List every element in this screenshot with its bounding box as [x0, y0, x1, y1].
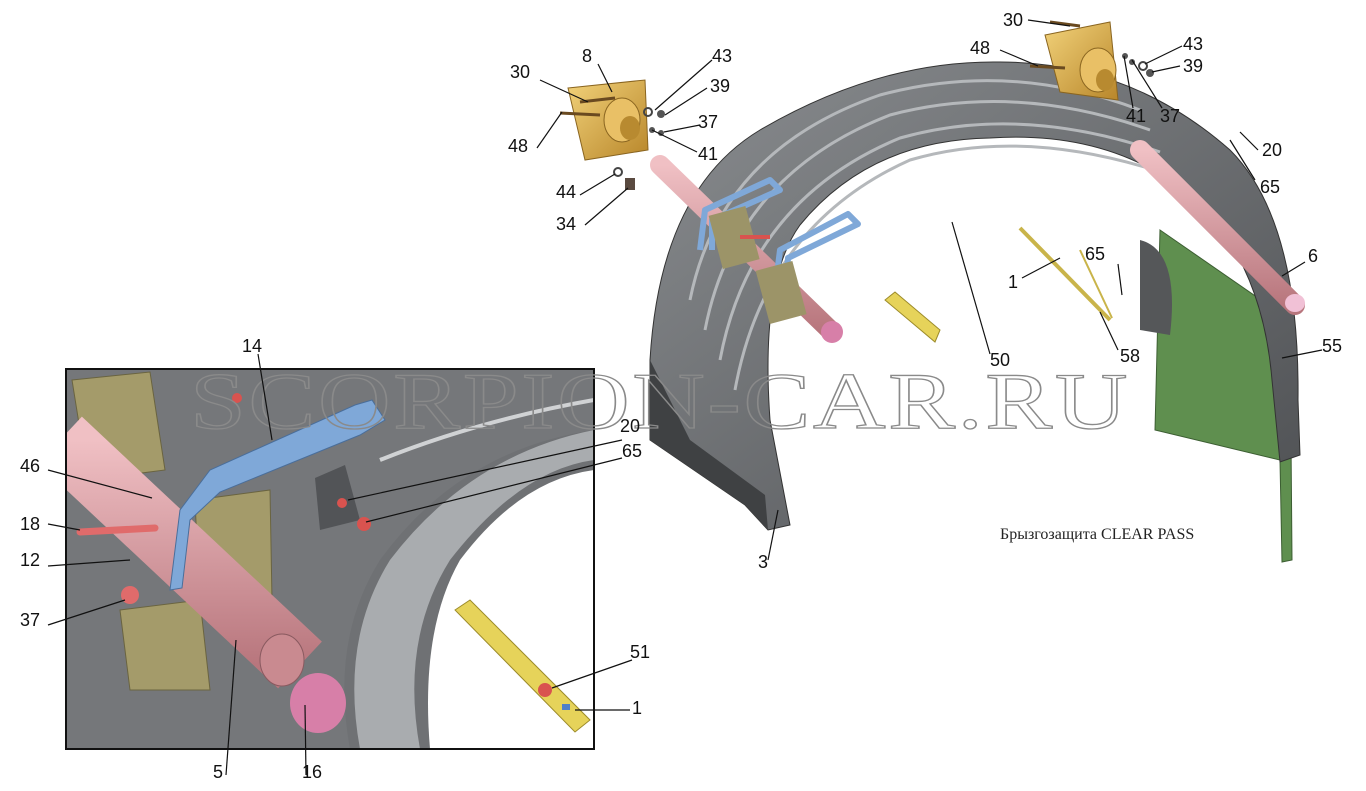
- callout-39: 39: [710, 76, 730, 96]
- callout-65: 65: [1085, 244, 1105, 264]
- caption: Брызгозащита CLEAR PASS: [1000, 526, 1194, 543]
- fender-shell: [649, 61, 1301, 531]
- callout-41: 41: [1126, 106, 1146, 126]
- fender-front-lip: [650, 360, 768, 530]
- callout-37: 37: [20, 610, 40, 630]
- support-bar: [884, 291, 941, 343]
- callout-5: 5: [213, 762, 223, 782]
- callout-43: 43: [1183, 34, 1203, 54]
- fender-rib: [718, 122, 1161, 361]
- callout-30: 30: [1003, 10, 1023, 30]
- callout-6: 6: [1308, 246, 1318, 266]
- bracket-left: [559, 79, 665, 190]
- callout-51: 51: [630, 642, 650, 662]
- callout-34: 34: [556, 214, 576, 234]
- bracket-right: [1029, 20, 1154, 101]
- callout-39: 39: [1183, 56, 1203, 76]
- mount-plate: [708, 206, 760, 269]
- rod: [1079, 249, 1113, 319]
- inset-frame: [65, 368, 595, 750]
- callout-41: 41: [698, 144, 718, 164]
- callout-37: 37: [698, 112, 718, 132]
- mount-tube-rear: [1130, 140, 1305, 315]
- callout-43: 43: [712, 46, 732, 66]
- callout-48: 48: [970, 38, 990, 58]
- callout-20: 20: [1262, 140, 1282, 160]
- callout-48: 48: [508, 136, 528, 156]
- callout-37: 37: [1160, 106, 1180, 126]
- tube-end: [1285, 294, 1305, 312]
- mount-plate: [755, 261, 807, 324]
- leader-lines: [47, 19, 1323, 776]
- callout-44: 44: [556, 182, 576, 202]
- callouts: 8 30 43 39 37 41 48 44 34 30 48 43 39 41…: [20, 10, 1342, 782]
- callout-30: 30: [510, 62, 530, 82]
- callout-20: 20: [620, 416, 640, 436]
- callout-65: 65: [622, 441, 642, 461]
- callout-16: 16: [302, 762, 322, 782]
- callout-65: 65: [1260, 177, 1280, 197]
- callout-12: 12: [20, 550, 40, 570]
- callout-46: 46: [20, 456, 40, 476]
- callout-55: 55: [1322, 336, 1342, 356]
- detail-inset: [65, 368, 595, 750]
- callout-8: 8: [582, 46, 592, 66]
- tube-end-cap: [821, 321, 843, 343]
- callout-3: 3: [758, 552, 768, 572]
- fender-inner-side: [1140, 240, 1172, 335]
- watermark: SCORPION-CAR.RU: [190, 358, 1130, 446]
- callout-18: 18: [20, 514, 40, 534]
- callout-58: 58: [1120, 346, 1140, 366]
- rod: [1018, 226, 1112, 322]
- callout-50: 50: [990, 350, 1010, 370]
- callout-14: 14: [242, 336, 262, 356]
- callout-1: 1: [632, 698, 642, 718]
- fender-assembly: [649, 61, 1305, 563]
- callout-1: 1: [1008, 272, 1018, 292]
